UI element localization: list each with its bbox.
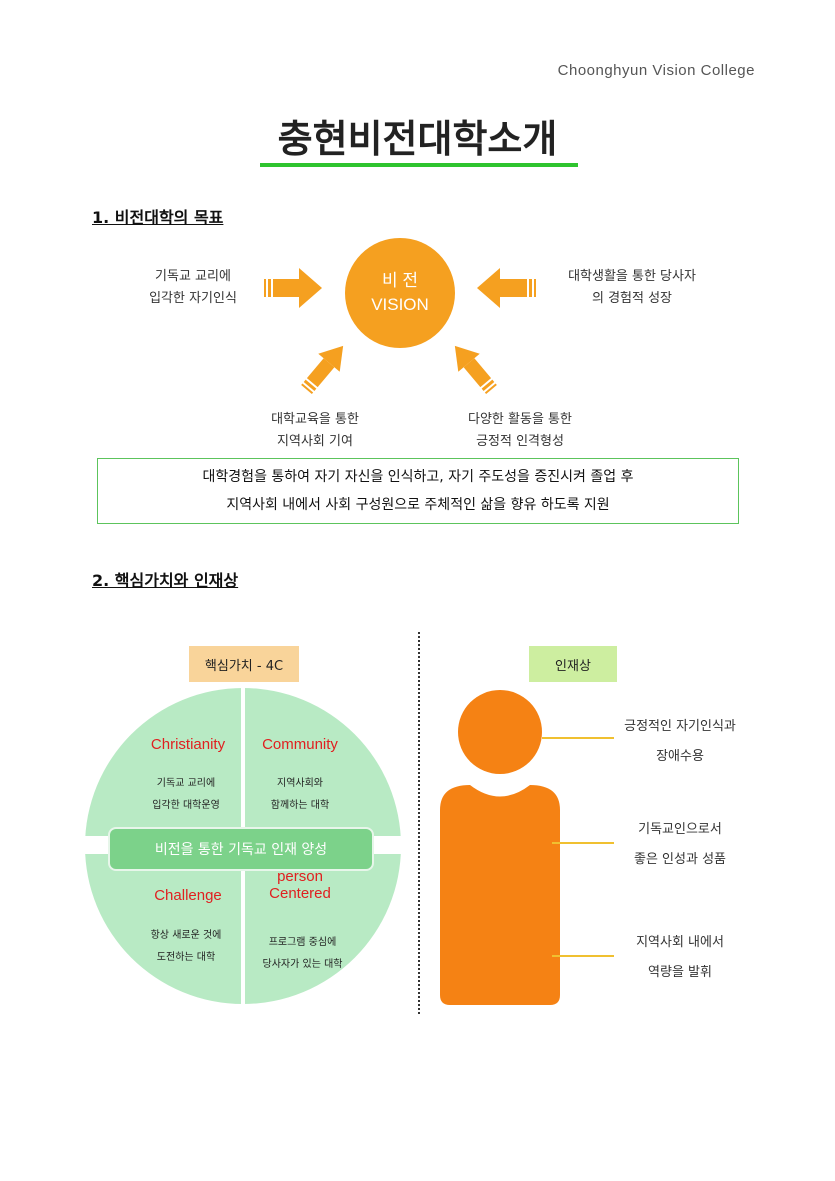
value-title: Christianity xyxy=(150,736,226,753)
person-icon xyxy=(440,690,560,1005)
trait-line-text: 좋은 인성과 성품 xyxy=(634,852,726,867)
value-desc-line: 항상 새로운 것에 xyxy=(150,930,222,941)
value-community-desc: 지역사회와 함께하는 대학 xyxy=(245,773,355,817)
input-text-line: 긍정적 인격형성 xyxy=(476,434,564,449)
input-text-line: 대학교육을 통한 xyxy=(271,412,359,427)
value-title: Community xyxy=(262,736,338,753)
value-christianity: Christianity xyxy=(136,736,240,753)
value-desc-line: 기독교 교리에 xyxy=(156,778,216,789)
vision-label-ko: 비 전 xyxy=(381,271,418,290)
trait-line-text: 지역사회 내에서 xyxy=(636,935,724,950)
value-desc-line: 함께하는 대학 xyxy=(270,800,330,811)
college-name: Choonghyun Vision College xyxy=(557,62,755,79)
input-text-line: 대학생활을 통한 당사자 xyxy=(568,269,696,284)
trait-line-text: 기독교인으로서 xyxy=(638,822,722,837)
trait-character: 기독교인으로서 좋은 인성과 성품 xyxy=(610,815,750,875)
value-title: Centered xyxy=(269,885,331,902)
goal-statement-box: 대학경험을 통하여 자기 자신을 인식하고, 자기 주도성을 증진시켜 졸업 후… xyxy=(97,458,739,524)
section2-heading: 2. 핵심가치와 인재상 xyxy=(92,571,239,590)
value-desc-line: 당사자가 있는 대학 xyxy=(262,959,343,970)
page-title: 충현비전대학소개 xyxy=(277,117,558,161)
input-text-line: 지역사회 기여 xyxy=(277,434,353,449)
value-title-top: person xyxy=(277,868,323,885)
trait-capability: 지역사회 내에서 역량을 발휘 xyxy=(610,928,750,988)
value-person-centered: person Centered xyxy=(250,868,350,902)
input-text-line: 의 경험적 성장 xyxy=(591,291,673,306)
section-divider xyxy=(418,632,420,1014)
vision-arrows xyxy=(264,268,536,395)
input-text-line: 입각한 자기인식 xyxy=(149,291,237,306)
value-person-centered-desc: 프로그램 중심에 당사자가 있는 대학 xyxy=(245,932,360,976)
value-community: Community xyxy=(250,736,350,753)
trait-self-awareness: 긍정적인 자기인식과 장애수용 xyxy=(610,712,750,772)
goal-line-2: 지역사회 내에서 사회 구성원으로 주체적인 삶을 향유 하도록 지원 xyxy=(226,497,610,513)
talent-label: 인재상 xyxy=(529,646,617,682)
input-text-line: 다양한 활동을 통한 xyxy=(468,412,572,427)
vision-circle: 비 전 VISION xyxy=(345,238,455,348)
title-underline xyxy=(260,163,578,167)
trait-line-text: 긍정적인 자기인식과 xyxy=(624,719,736,734)
input-education: 대학교육을 통한 지역사회 기여 xyxy=(240,409,390,453)
arrow-left-icon xyxy=(477,268,536,308)
value-challenge-desc: 항상 새로운 것에 도전하는 대학 xyxy=(126,925,246,969)
trait-line-text: 장애수용 xyxy=(656,749,704,764)
trait-line-text: 역량을 발휘 xyxy=(648,965,712,980)
input-text-line: 기독교 교리에 xyxy=(155,269,231,284)
section1-heading: 1. 비전대학의 목표 xyxy=(92,208,224,227)
value-desc-line: 입각한 대학운영 xyxy=(152,800,220,811)
trait-connector xyxy=(552,842,614,844)
value-title: Challenge xyxy=(154,887,222,904)
value-challenge: Challenge xyxy=(138,887,238,904)
core-values-label: 핵심가치 - 4C xyxy=(189,646,299,682)
value-desc-line: 도전하는 대학 xyxy=(156,952,216,963)
vision-label-en: VISION xyxy=(371,295,429,314)
value-desc-line: 프로그램 중심에 xyxy=(268,937,337,948)
trait-connector xyxy=(552,955,614,957)
input-college-life: 대학생활을 통한 당사자 의 경험적 성장 xyxy=(542,266,722,310)
center-banner: 비전을 통한 기독교 인재 양성 xyxy=(110,829,372,869)
input-self-awareness: 기독교 교리에 입각한 자기인식 xyxy=(118,266,268,310)
input-activities: 다양한 활동을 통한 긍정적 인격형성 xyxy=(440,409,600,453)
value-christianity-desc: 기독교 교리에 입각한 대학운영 xyxy=(126,773,246,817)
arrow-right-icon xyxy=(264,268,322,308)
trait-connector xyxy=(542,737,614,739)
value-desc-line: 지역사회와 xyxy=(277,778,323,789)
arrow-up-left-icon xyxy=(454,345,497,395)
goal-line-1: 대학경험을 통하여 자기 자신을 인식하고, 자기 주도성을 증진시켜 졸업 후 xyxy=(202,469,634,485)
arrow-up-right-icon xyxy=(301,345,344,395)
